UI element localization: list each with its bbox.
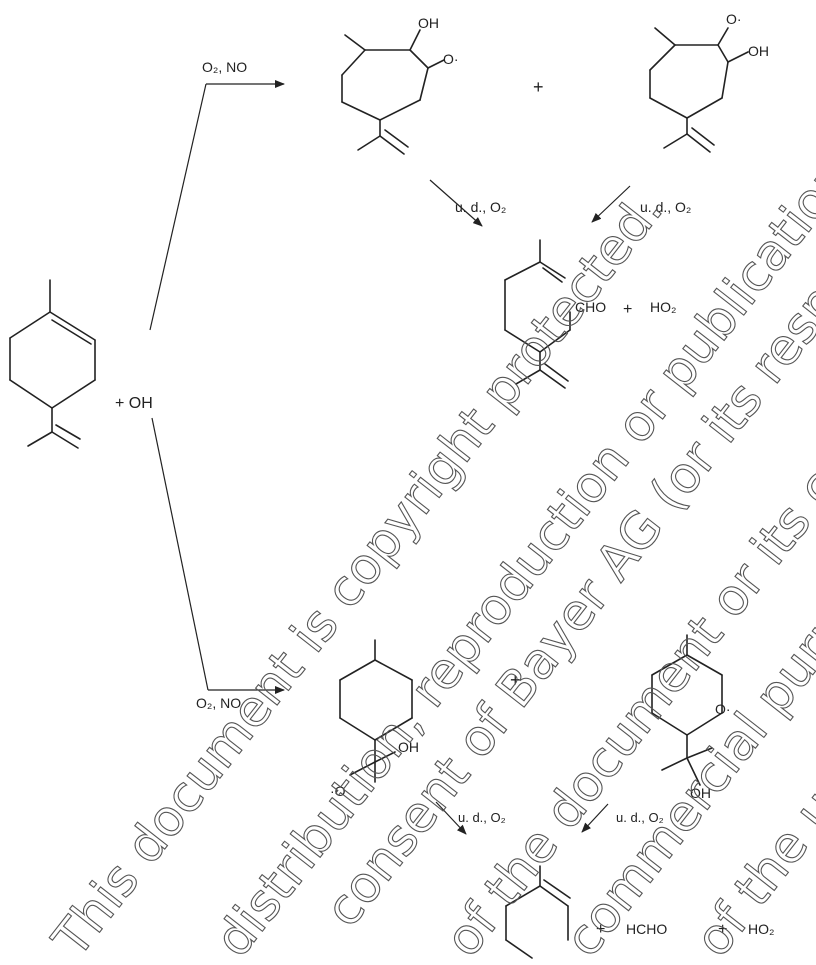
bottom-right-decomp-arrow <box>581 803 609 833</box>
hydroxy-alkoxy-radical-2 <box>649 27 749 153</box>
lower-reagents-label: O₂, NO <box>196 695 241 711</box>
rad1-oh-label: OH <box>418 15 439 31</box>
b-product-hcho: HCHO <box>626 921 667 937</box>
bottom-left-ud-label: u. d., O₂ <box>458 810 506 825</box>
b-product-plus2: + <box>718 921 727 938</box>
product-ho2-label: HO₂ <box>650 299 676 315</box>
b-rad1-oh-label: OH <box>398 739 419 755</box>
limonene-molecule <box>9 279 96 449</box>
hydroxy-alkoxy-radical-1 <box>341 29 445 155</box>
b-product-plus1: + <box>596 921 605 938</box>
b-product-ho2: HO₂ <box>748 921 774 937</box>
upper-branch-line <box>149 83 207 331</box>
rad1-o-label: O· <box>443 51 459 67</box>
keto-aldehyde-product <box>504 239 571 389</box>
upper-reagents-label: O₂, NO <box>202 59 247 75</box>
bottom-radical-1 <box>339 639 413 783</box>
bottom-radical-2 <box>651 634 723 786</box>
b-rad2-o-label: O· <box>715 701 731 717</box>
rad2-o-label: O· <box>726 11 742 27</box>
top-right-decomp-arrow <box>591 185 631 223</box>
b-rad1-o-label: ·O <box>330 783 346 799</box>
top-right-ud-label: u. d., O₂ <box>640 199 691 215</box>
watermark-line-2: distribution, reproduction or publicatio… <box>204 0 816 960</box>
plus-oh-label: + OH <box>115 395 153 412</box>
bottom-right-ud-label: u. d., O₂ <box>616 810 664 825</box>
bottom-plus: + <box>510 670 521 690</box>
lower-branch-line <box>151 417 209 691</box>
product-cho-label: CHO <box>575 299 606 315</box>
bottom-left-decomp-arrow <box>435 801 467 835</box>
ketone-product <box>505 865 571 959</box>
top-plus: + <box>533 77 544 97</box>
top-left-decomp-arrow <box>429 179 483 227</box>
product-plus-label: + <box>623 301 632 318</box>
rad2-oh-label: OH <box>748 43 769 59</box>
top-left-ud-label: u. d., O₂ <box>455 199 506 215</box>
b-rad2-oh-label: OH <box>690 785 711 801</box>
